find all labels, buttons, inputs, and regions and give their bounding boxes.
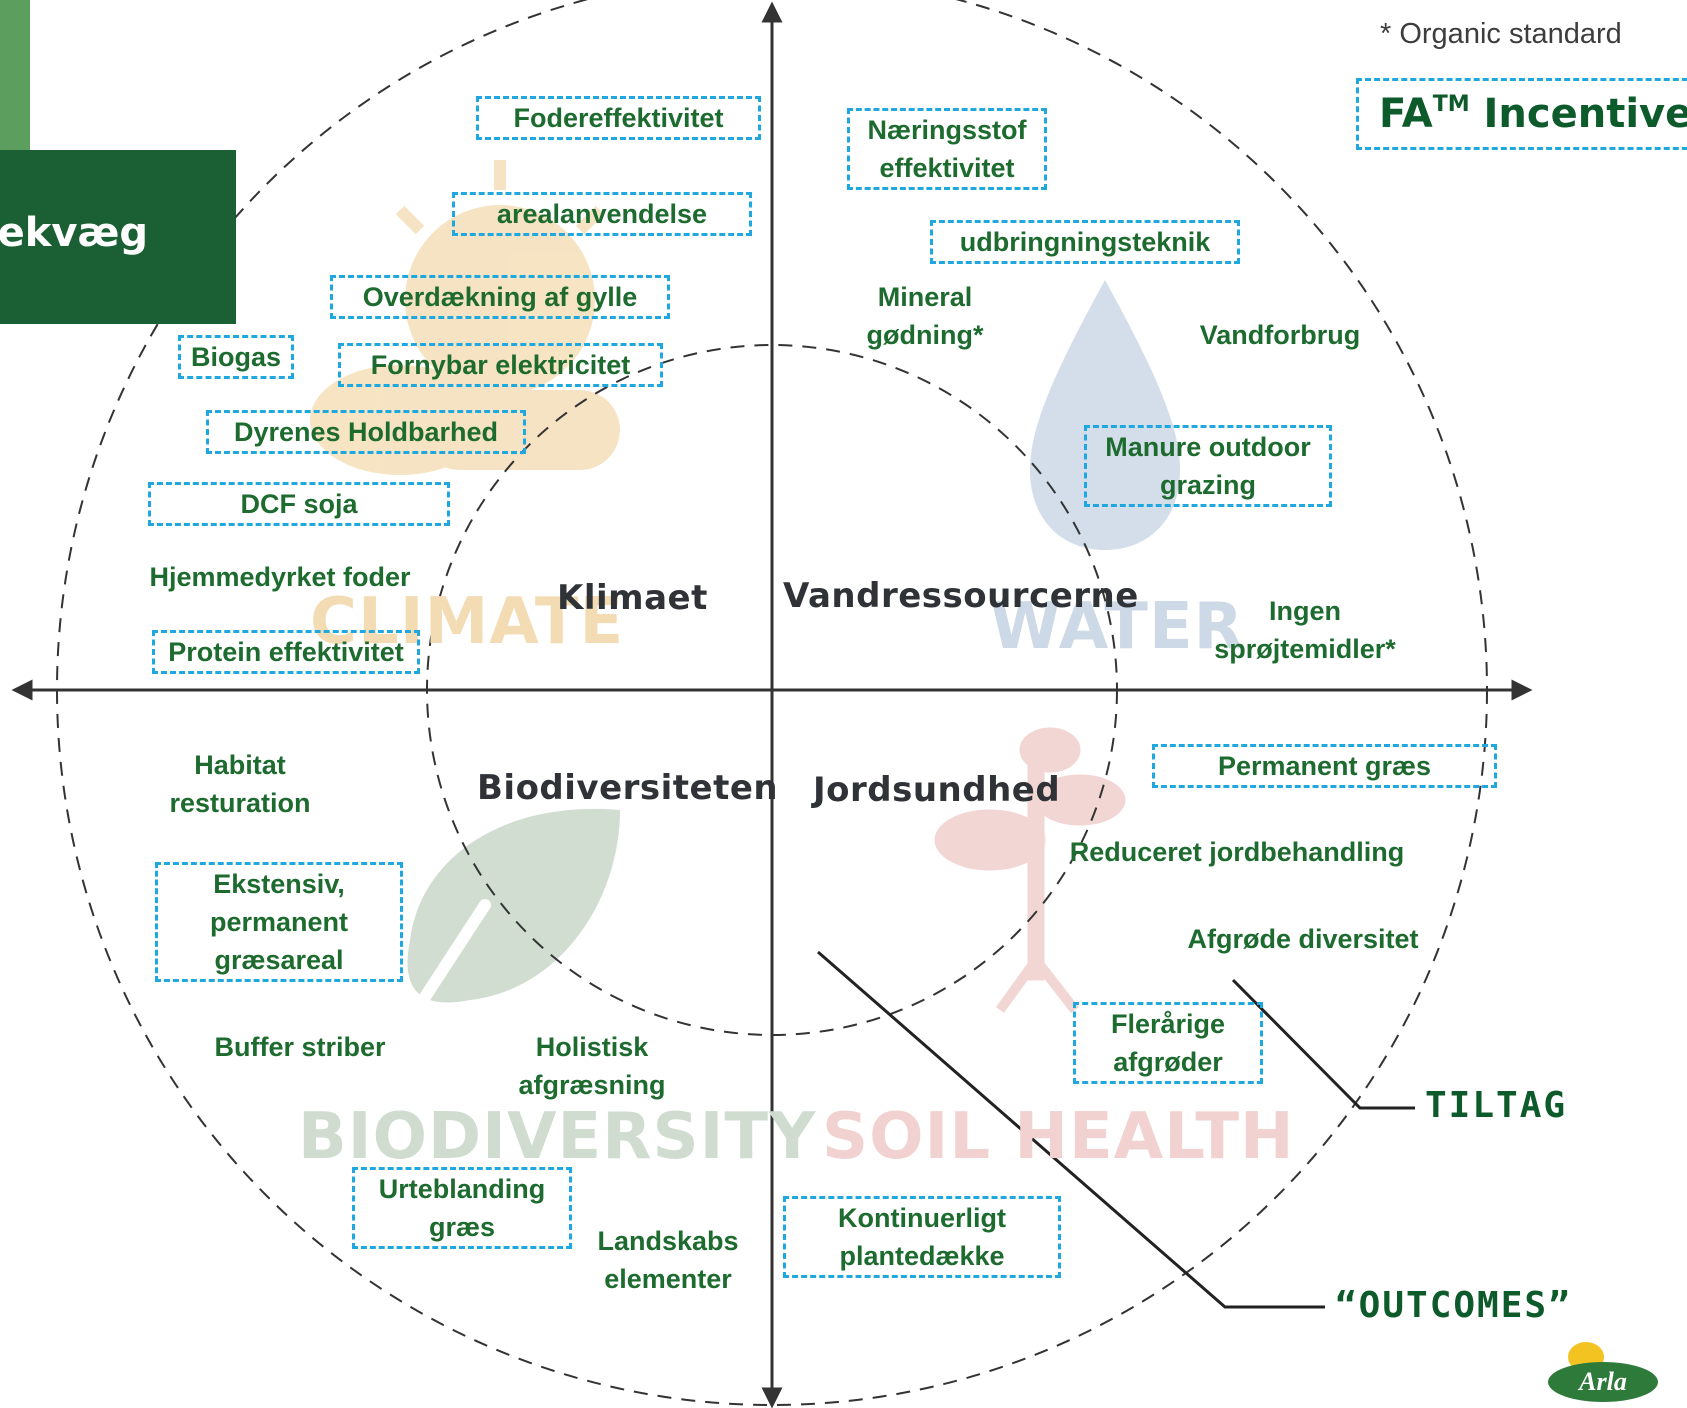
legend-tiltag: TILTAG: [1425, 1085, 1568, 1126]
measure-ingen: Ingen sprøjtemidler*: [1214, 596, 1396, 664]
measure-naeringsstof: Næringsstof effektivitet: [847, 108, 1047, 190]
arla-logo-text: Arla: [1548, 1362, 1658, 1402]
measure-manure: Manure outdoor grazing: [1084, 425, 1332, 507]
measure-overdaekning: Overdækning af gylle: [330, 275, 670, 319]
quadrant-title-water: Vandressourcerne: [783, 576, 1139, 616]
measure-udbringning: udbringningsteknik: [930, 220, 1240, 264]
watermark-soil: SOIL HEALTH: [822, 1100, 1295, 1174]
measure-kontinuerligt: Kontinuerligt plantedække: [783, 1196, 1061, 1278]
incentive-sup: TM: [1432, 92, 1470, 117]
title-text: ekvæg: [0, 210, 148, 256]
measure-habitat: Habitat resturation: [169, 750, 311, 818]
measure-urteblanding: Urteblanding græs: [352, 1167, 572, 1249]
leaf-icon: [404, 808, 620, 1026]
measure-afgrode: Afgrøde diversitet: [1187, 924, 1419, 954]
legend-outcomes: “OUTCOMES”: [1335, 1285, 1572, 1326]
incentive-prefix: FA: [1379, 91, 1433, 137]
incentive-suffix: Incentive: [1469, 91, 1687, 137]
quadrant-title-soil: Jordsundhed: [813, 770, 1061, 810]
measure-dcf: DCF soja: [148, 482, 450, 526]
measure-biogas: Biogas: [178, 335, 294, 379]
measure-holistisk: Holistisk afgræsning: [518, 1032, 666, 1100]
measure-dyrenes: Dyrenes Holdbarhed: [206, 410, 526, 454]
measure-vandforbrug: Vandforbrug: [1199, 320, 1361, 350]
measure-fodereffektivitet: Fodereffektivitet: [476, 96, 761, 140]
watermark-biodiversity: BIODIVERSITY: [298, 1100, 817, 1174]
tiltag-pointer-line: [1231, 978, 1415, 1110]
measure-protein: Protein effektivitet: [152, 630, 420, 674]
watermark-water: WATER: [990, 590, 1244, 664]
outcomes-pointer-line: [817, 950, 1325, 1309]
title-banner: ekvæg: [0, 150, 236, 324]
quadrant-title-biodiversity: Biodiversiteten: [477, 768, 779, 808]
measure-fornybar: Fornybar elektricitet: [338, 343, 663, 387]
measure-buffer: Buffer striber: [214, 1032, 386, 1062]
measure-ekstensiv: Ekstensiv, permanent græsareal: [155, 862, 403, 982]
incentive-box: FATM Incentive: [1356, 78, 1687, 150]
watermark-climate: CLIMATE: [310, 585, 625, 659]
measure-permanent: Permanent græs: [1152, 744, 1497, 788]
measure-landskabs: Landskabs elementer: [597, 1226, 739, 1294]
measure-arealanvendelse: arealanvendelse: [452, 192, 752, 236]
header-accent-stripe: [0, 0, 30, 150]
measure-mineral: Mineral gødning*: [866, 282, 984, 350]
organic-note: * Organic standard: [1380, 18, 1622, 50]
quadrant-title-climate: Klimaet: [557, 578, 708, 618]
measure-hjemmedyrket: Hjemmedyrket foder: [149, 562, 411, 592]
water-drop-icon: [1030, 280, 1180, 550]
measure-reduceret: Reduceret jordbehandling: [1069, 837, 1405, 867]
measure-flerarige: Flerårige afgrøder: [1073, 1002, 1263, 1084]
arla-logo: Arla: [1548, 1342, 1668, 1402]
